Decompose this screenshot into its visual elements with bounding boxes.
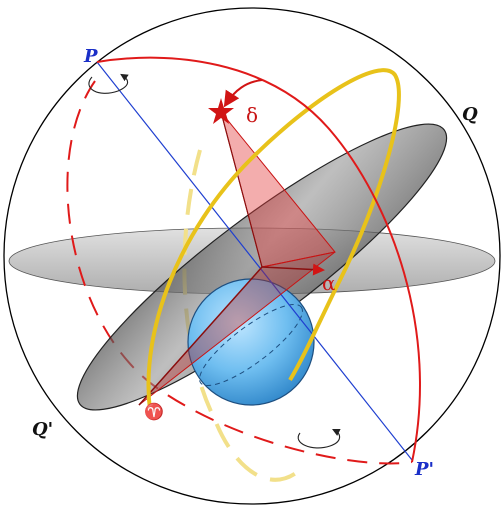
label-delta: δ <box>246 103 258 127</box>
star-icon <box>208 98 234 124</box>
celestial-sphere-outline <box>3 7 501 505</box>
rotation-arrow-south-icon <box>297 429 341 449</box>
ra-line-from-vernal <box>138 266 263 406</box>
label-alpha: α <box>322 271 336 295</box>
label-p: P <box>83 46 98 67</box>
label-p-prime: P' <box>414 459 434 480</box>
ecliptic-front <box>146 68 401 411</box>
meridian-front <box>96 56 421 463</box>
label-vernal-equinox: ♈ <box>144 402 164 421</box>
ecliptic-back-dashed <box>182 149 302 482</box>
ra-arrow <box>261 263 325 276</box>
star-radius-line <box>220 111 263 268</box>
label-q: Q <box>462 104 478 125</box>
polar-axis <box>96 61 413 461</box>
earth-equator <box>199 303 303 387</box>
rotation-arrow-north-icon <box>88 73 129 94</box>
declination-arrow <box>223 79 263 108</box>
label-q-prime: Q' <box>32 419 53 440</box>
